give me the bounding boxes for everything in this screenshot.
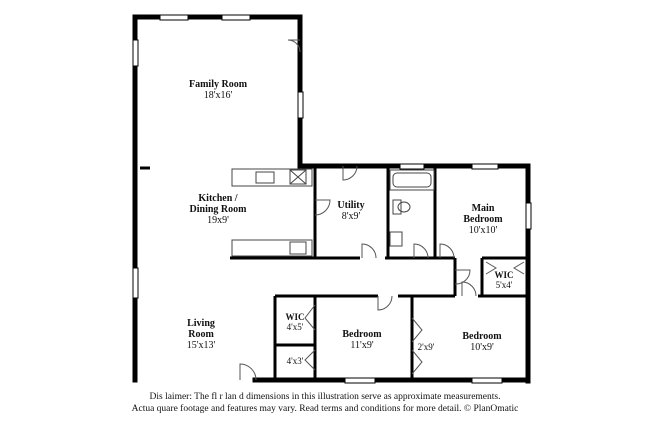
doors [239, 39, 525, 381]
disclaimer: Dis laimer: The fl r lan d dimensions in… [0, 391, 650, 415]
closet-a-dims: 4'x3' [286, 356, 304, 366]
living-room-label: Living Room 15'x13' [181, 318, 221, 351]
living-room-dims: 15'x13' [186, 340, 216, 351]
bedroom-b-name: Bedroom [462, 331, 502, 342]
bedroom-b-label: Bedroom 10'x9' [462, 331, 501, 353]
closet-b-label: 2'x9' [418, 342, 435, 352]
family-room-name: Family Room [188, 79, 248, 90]
windows [132, 14, 532, 384]
interior-walls [140, 166, 528, 378]
main-bedroom-label: Main Bedroom 10'x10' [458, 203, 508, 236]
kitchen-dims: 19x9' [207, 215, 229, 226]
closet-b-dims: 2'x9' [417, 342, 435, 352]
wic-small-name: WIC [285, 312, 305, 322]
family-room-label: Family Room 18'x16' [189, 79, 247, 101]
utility-name: Utility [337, 200, 365, 211]
disclaimer-line-1: Dis laimer: The fl r lan d dimensions in… [149, 392, 501, 402]
main-bedroom-dims: 10'x10' [468, 225, 498, 236]
kitchen-name: Kitchen / Dining Room [189, 193, 247, 215]
living-room-name: Living Room [187, 318, 215, 340]
wic-small-label: WIC 4'x5' [285, 312, 304, 332]
main-bedroom-name: Main Bedroom [463, 203, 503, 225]
utility-dims: 8'x9' [341, 211, 361, 222]
wic-main-dims: 5'x4' [495, 280, 513, 290]
kitchen-label: Kitchen / Dining Room 19x9' [188, 193, 248, 226]
disclaimer-line-2: Actua quare footage and features may var… [131, 404, 519, 414]
closet-a-label: 4'x3' [287, 356, 304, 366]
utility-label: Utility 8'x9' [337, 200, 364, 222]
bedroom-a-dims: 11'x9' [350, 340, 374, 351]
family-room-dims: 18'x16' [203, 90, 233, 101]
wic-main-label: WIC 5'x4' [494, 270, 513, 290]
bedroom-b-dims: 10'x9' [470, 342, 494, 353]
bedroom-a-label: Bedroom 11'x9' [342, 329, 381, 351]
wic-small-dims: 4'x5' [286, 322, 304, 332]
bedroom-a-name: Bedroom [342, 329, 382, 340]
fixtures [231, 168, 435, 257]
wic-main-name: WIC [494, 270, 514, 280]
